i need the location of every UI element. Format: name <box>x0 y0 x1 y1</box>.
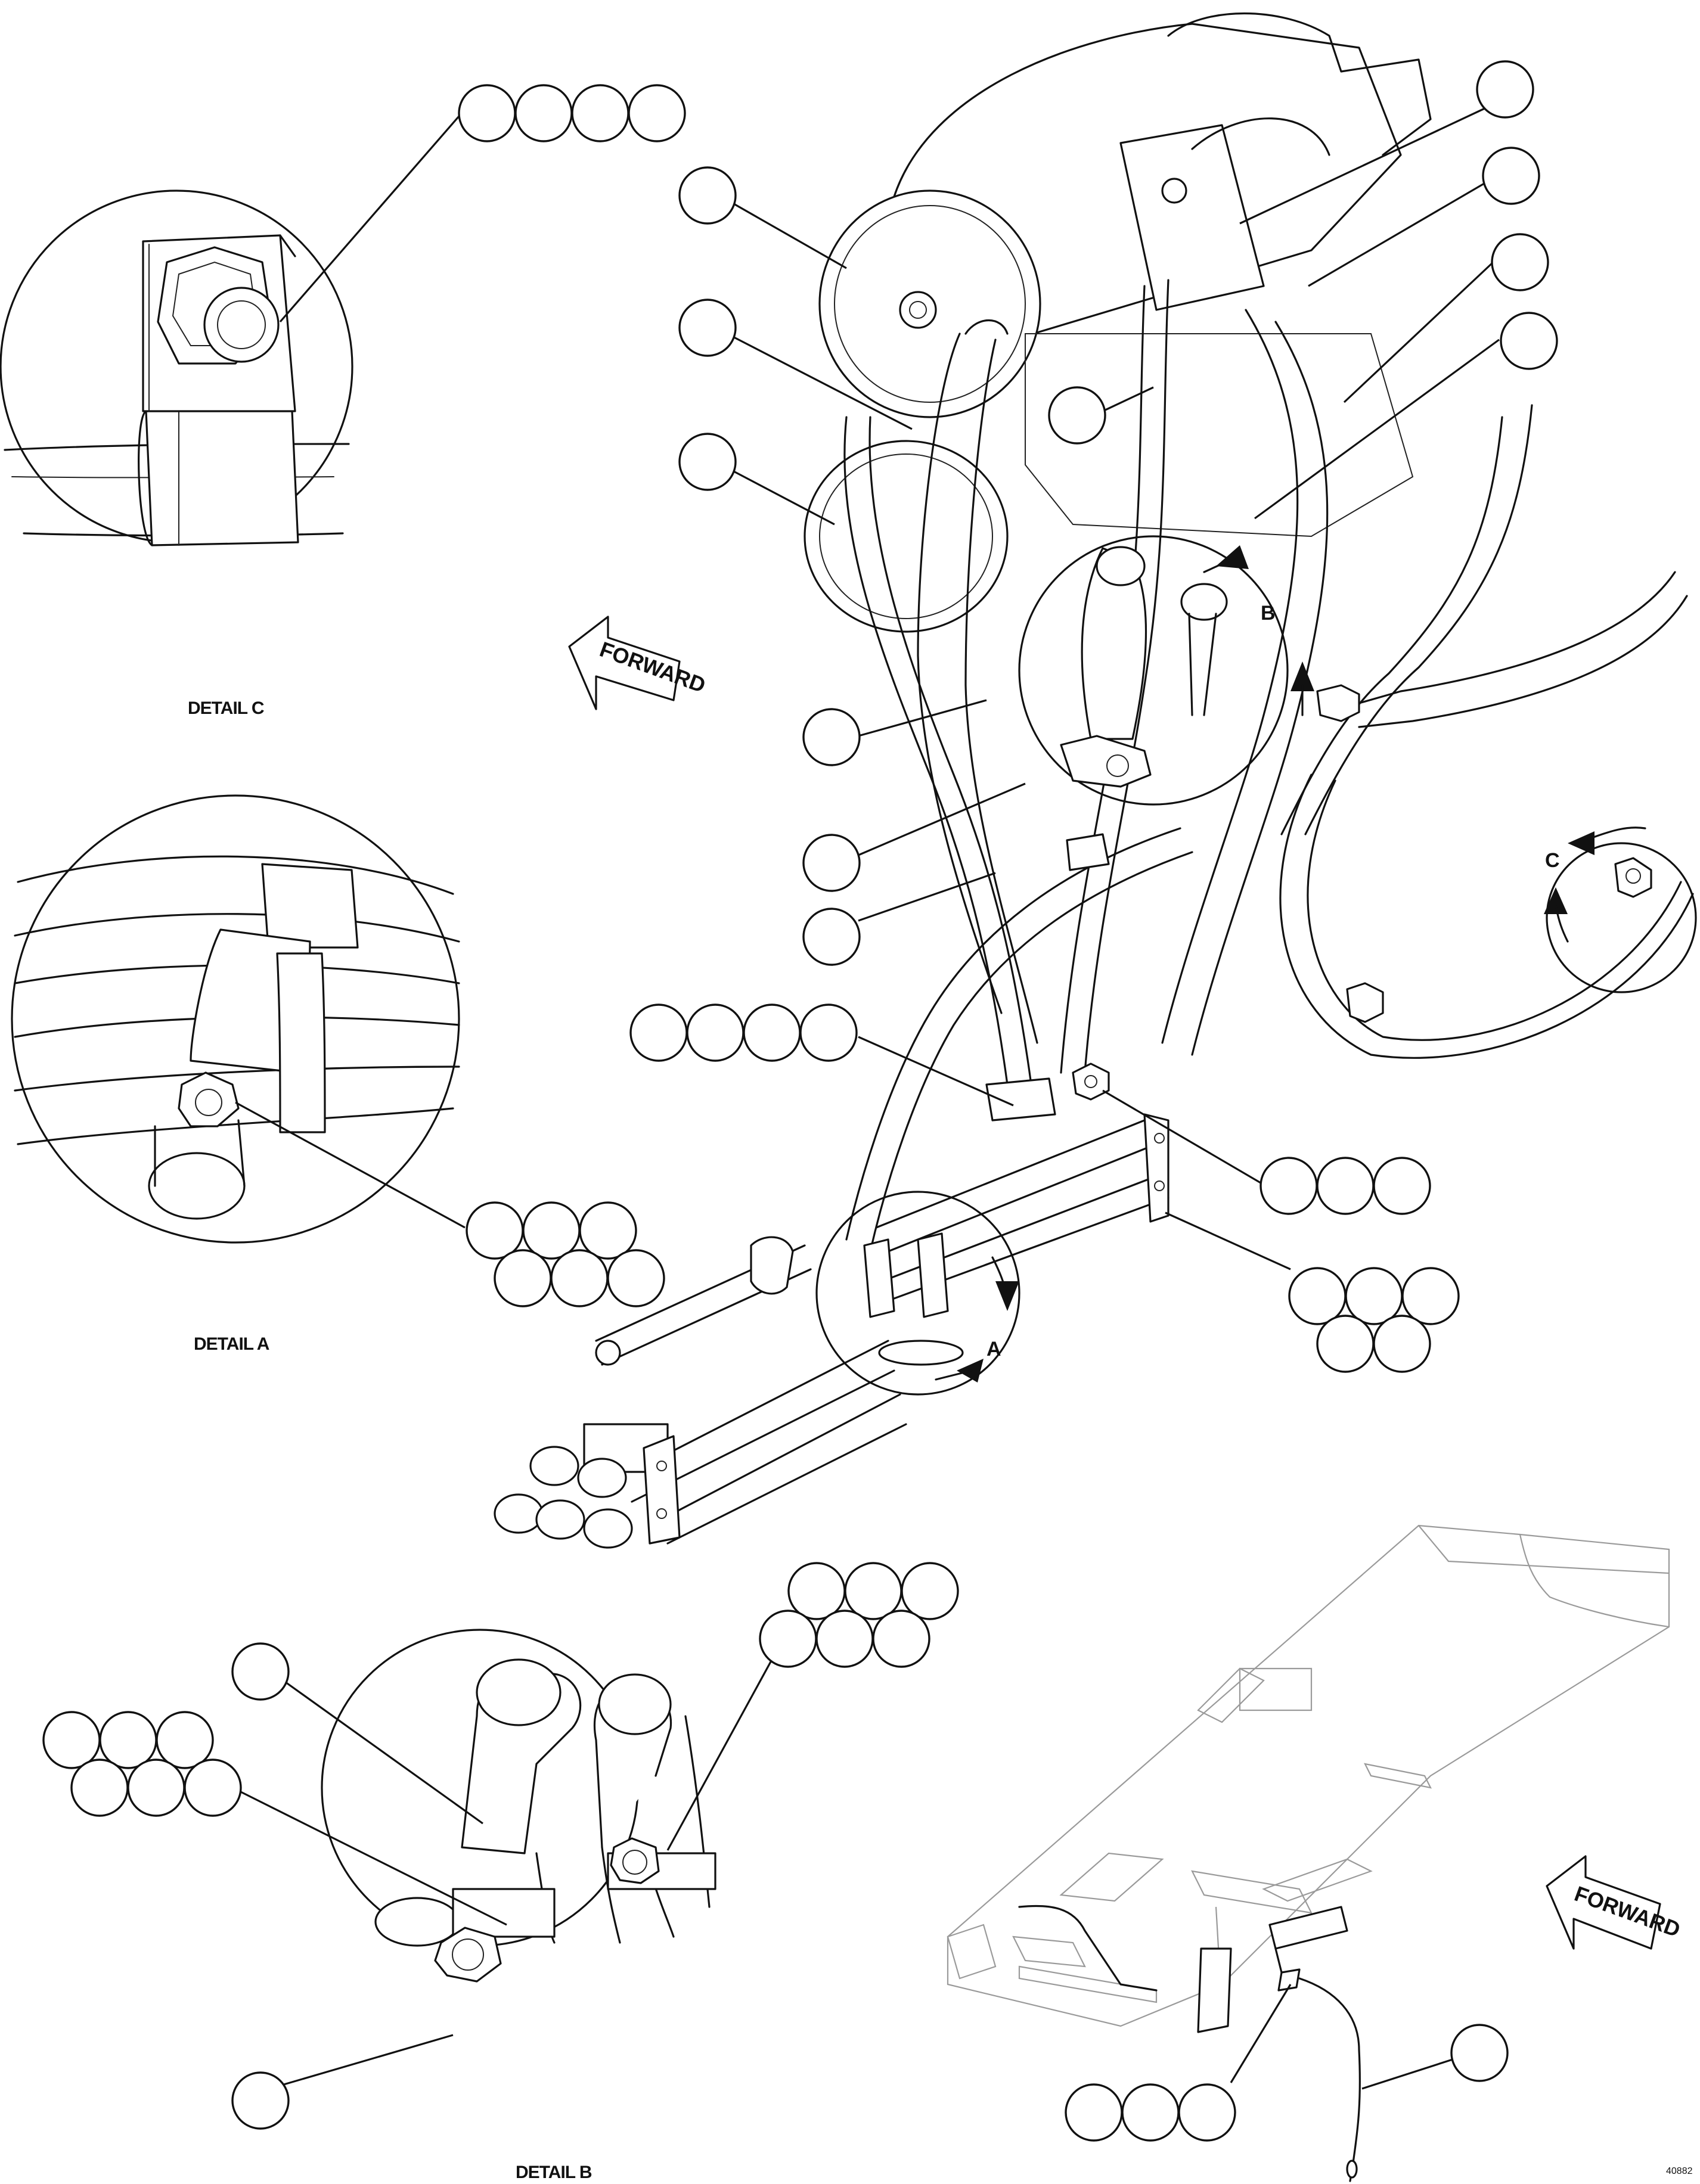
callout-bubble <box>678 166 737 225</box>
callout-bubble <box>1500 312 1558 370</box>
callout-bubble <box>1316 1157 1375 1215</box>
callout-bubble <box>1048 386 1106 445</box>
callout-bubble <box>815 1610 874 1668</box>
callout-bubble <box>184 1759 242 1817</box>
detail-b <box>321 1629 716 1983</box>
callout-bubble <box>1373 1157 1431 1215</box>
callout-bubble <box>42 1711 101 1769</box>
callout-bubble <box>901 1562 959 1620</box>
callout-bubble <box>550 1249 609 1307</box>
detail-c-label: DETAIL C <box>188 698 264 718</box>
figure-number: 40882 <box>1666 2166 1693 2176</box>
leader-lines <box>232 106 1500 2093</box>
callout-bubble <box>1450 2024 1509 2082</box>
callout-bubble <box>1288 1267 1347 1325</box>
detail-a <box>11 794 460 1244</box>
callout-bubbles <box>42 60 1558 2142</box>
callout-bubble <box>514 84 573 142</box>
detail-a-label: DETAIL A <box>194 1334 269 1354</box>
callout-bubble <box>844 1562 902 1620</box>
callout-bubble <box>759 1610 817 1668</box>
callout-bubble <box>1482 147 1540 205</box>
callout-bubble <box>1373 1315 1431 1373</box>
callout-bubble <box>127 1759 185 1817</box>
callout-bubble <box>787 1562 846 1620</box>
forward-arrow-icon: FORWARD <box>568 616 709 710</box>
callout-bubble <box>1345 1267 1403 1325</box>
callout-bubble <box>678 299 737 357</box>
callout-bubble <box>872 1610 930 1668</box>
callout-bubble <box>629 1004 688 1062</box>
callout-bubble <box>686 1004 744 1062</box>
callout-bubble <box>1401 1267 1460 1325</box>
callout-bubble <box>743 1004 801 1062</box>
detail-a-marker: A <box>987 1338 1001 1360</box>
forward-arrow-icon: FORWARD <box>1546 1855 1683 1950</box>
callout-bubble <box>1178 2083 1236 2142</box>
callout-bubble <box>156 1711 214 1769</box>
callout-bubble <box>579 1201 637 1260</box>
callout-bubble <box>70 1759 129 1817</box>
callout-bubble <box>494 1249 552 1307</box>
callout-bubble <box>522 1201 581 1260</box>
callout-bubble <box>628 84 686 142</box>
callout-bubble <box>678 433 737 491</box>
callout-bubble <box>802 708 861 766</box>
callout-bubble <box>1065 2083 1123 2142</box>
callout-bubble <box>1121 2083 1180 2142</box>
callout-bubble <box>231 2071 290 2130</box>
callout-bubble <box>231 1642 290 1701</box>
detail-b-marker: B <box>1261 602 1276 625</box>
callout-bubble <box>1491 233 1549 291</box>
callout-bubble <box>607 1249 665 1307</box>
detail-b-label: DETAIL B <box>516 2163 592 2182</box>
callout-bubble <box>1316 1315 1375 1373</box>
main-assembly <box>494 12 1697 1549</box>
callout-bubble <box>799 1004 858 1062</box>
callout-bubble <box>458 84 516 142</box>
frame-assembly <box>947 1524 1670 2182</box>
callout-bubble <box>1476 60 1534 119</box>
callout-bubble <box>571 84 629 142</box>
callout-bubble <box>802 908 861 966</box>
detail-c-marker: C <box>1545 849 1560 872</box>
detail-marker-arrows: B A C <box>935 545 1646 1383</box>
callout-bubble <box>99 1711 157 1769</box>
callout-bubble <box>1260 1157 1318 1215</box>
detail-c <box>0 189 353 546</box>
callout-bubble <box>466 1201 524 1260</box>
callout-bubble <box>802 834 861 892</box>
